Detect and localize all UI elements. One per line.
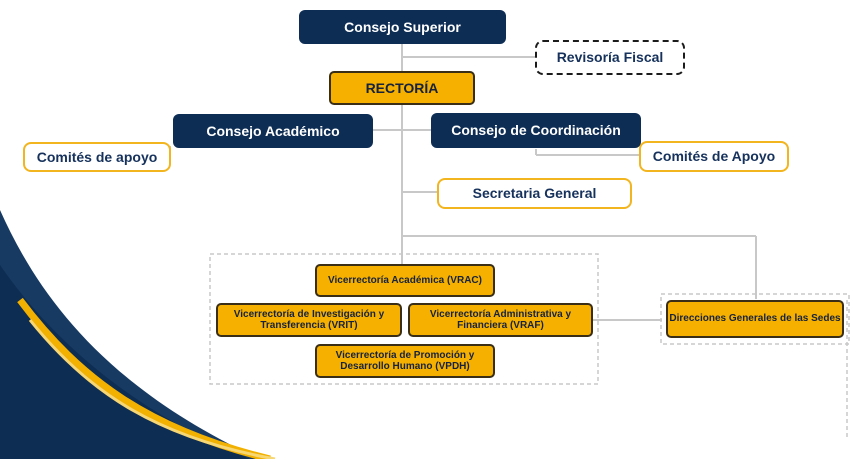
superior-council-label: Consejo Superior (344, 18, 461, 35)
coordination-council-box: Consejo de Coordinación (431, 113, 641, 148)
vp-admin-label: Vicerrectoría Administrativa y Financier… (429, 308, 572, 332)
support-committees-right-label: Comités de Apoyo (652, 148, 776, 165)
general-secretary-box: Secretaria General (437, 178, 632, 209)
support-committees-left-box: Comités de apoyo (23, 142, 171, 172)
academic-council-label: Consejo Académico (206, 122, 340, 139)
general-secretary-label: Secretaria General (472, 185, 597, 202)
vp-research-box: Vicerrectoría de Investigación y Transfe… (216, 303, 402, 337)
vp-academic-box: Vicerrectoría Académica (VRAC) (315, 264, 495, 297)
academic-council-box: Consejo Académico (173, 114, 373, 148)
fiscal-review-box: Revisoría Fiscal (535, 40, 685, 75)
fiscal-review-label: Revisoría Fiscal (556, 49, 664, 66)
support-committees-right-box: Comités de Apoyo (639, 141, 789, 172)
coordination-council-label: Consejo de Coordinación (451, 122, 621, 139)
superior-council-box: Consejo Superior (299, 10, 506, 44)
campus-directions-label: Direcciones Generales de las Sedes (669, 313, 841, 325)
campus-directions-box: Direcciones Generales de las Sedes (666, 300, 844, 338)
vp-academic-label: Vicerrectoría Académica (VRAC) (328, 274, 482, 286)
support-committees-left-label: Comités de apoyo (36, 148, 158, 165)
campus-group-border (660, 293, 850, 345)
vp-admin-box: Vicerrectoría Administrativa y Financier… (408, 303, 593, 337)
rectory-box: RECTORÍA (329, 71, 475, 105)
vp-promotion-label: Vicerrectoría de Promoción y Desarrollo … (335, 349, 475, 373)
rectory-label: RECTORÍA (365, 79, 439, 96)
vp-promotion-box: Vicerrectoría de Promoción y Desarrollo … (315, 344, 495, 378)
vp-research-label: Vicerrectoría de Investigación y Transfe… (233, 308, 385, 332)
